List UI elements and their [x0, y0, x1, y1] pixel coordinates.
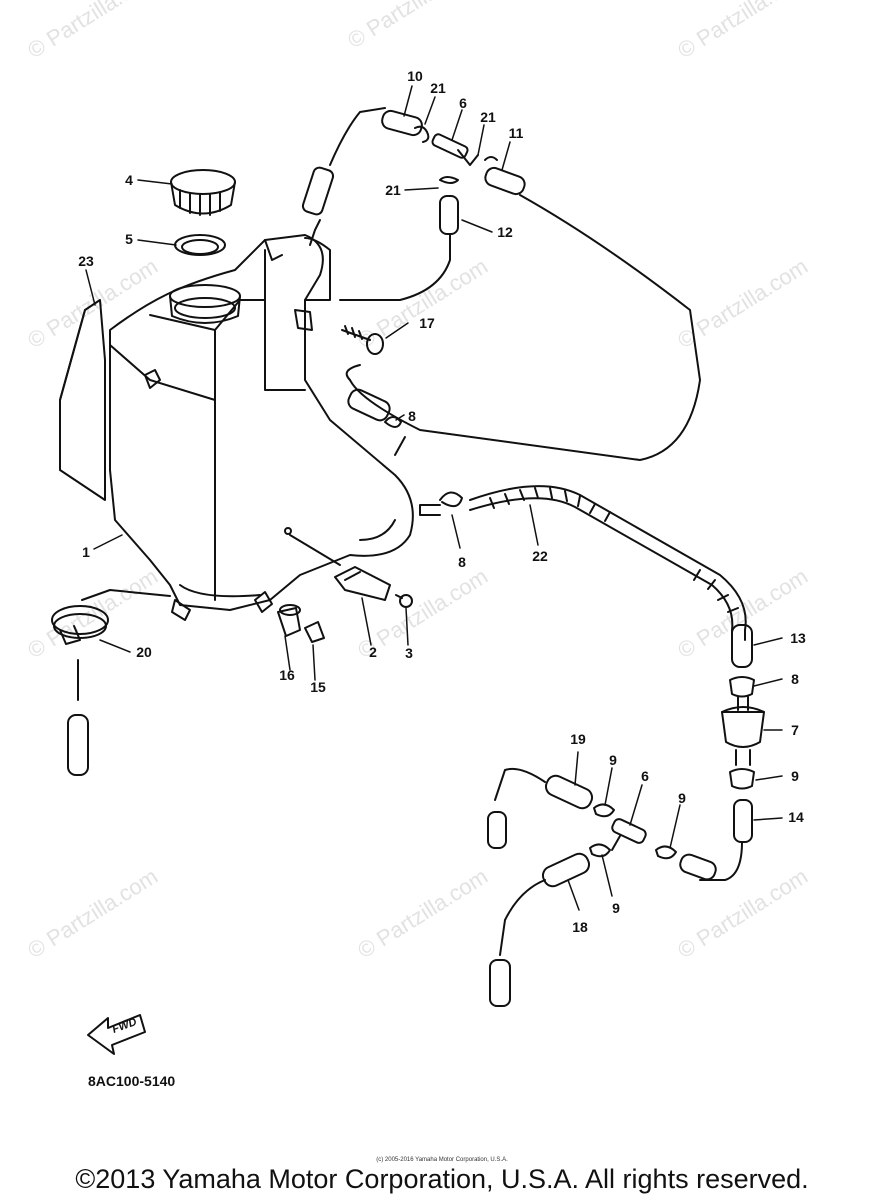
callout-8: 8	[458, 554, 466, 570]
callout-4: 4	[125, 172, 133, 188]
fuel-cap	[170, 169, 236, 216]
callout-15: 15	[310, 679, 326, 695]
callout-11: 11	[508, 125, 524, 141]
callout-2: 2	[369, 644, 377, 660]
gasket	[174, 234, 226, 256]
callout-6: 6	[641, 768, 649, 784]
callout-22: 22	[532, 548, 548, 564]
callout-9: 9	[612, 900, 620, 916]
callout-16: 16	[279, 667, 295, 683]
hose-13	[731, 624, 753, 668]
copyright-footer: ©2013 Yamaha Motor Corporation, U.S.A. A…	[75, 1164, 809, 1194]
callout-14: 14	[788, 809, 804, 825]
callout-20: 20	[136, 644, 152, 660]
callout-12: 12	[497, 224, 513, 240]
strap-and-hose	[51, 589, 171, 776]
forward-arrow-icon	[87, 1014, 146, 1055]
callout-1: 1	[82, 544, 90, 560]
vent-hose-routing	[301, 107, 701, 461]
callout-21: 21	[480, 109, 496, 125]
callout-9: 9	[791, 768, 799, 784]
callout-18: 18	[572, 919, 588, 935]
callout-3: 3	[405, 645, 413, 661]
callout-23: 23	[78, 253, 94, 269]
fuel-filter	[721, 696, 765, 766]
callout-19: 19	[570, 731, 586, 747]
clamp	[729, 676, 755, 698]
clamp	[729, 768, 755, 790]
hose-14-route	[699, 841, 743, 881]
callout-21: 21	[385, 182, 401, 198]
bolt	[341, 325, 384, 355]
fuel-tank	[109, 234, 414, 621]
lower-hose-assembly	[487, 767, 717, 1007]
drain-parts	[277, 604, 325, 643]
callout-13: 13	[790, 630, 806, 646]
callout-8: 8	[408, 408, 416, 424]
callout-10: 10	[407, 68, 423, 84]
callout-8: 8	[791, 671, 799, 687]
callout-9: 9	[678, 790, 686, 806]
callout-9: 9	[609, 752, 617, 768]
callout-5: 5	[125, 231, 133, 247]
callout-17: 17	[419, 315, 435, 331]
hose-14	[733, 799, 753, 843]
fuel-hose	[419, 485, 747, 641]
callout-21: 21	[430, 80, 446, 96]
small-copyright: (c) 2005-2016 Yamaha Motor Corporation, …	[376, 1157, 508, 1163]
bracket-and-screw	[289, 534, 413, 608]
side-panel	[59, 299, 106, 501]
diagram-code: 8AC100-5140	[88, 1073, 176, 1089]
leader-lines	[85, 85, 783, 911]
callout-7: 7	[791, 722, 799, 738]
callout-6: 6	[459, 95, 467, 111]
